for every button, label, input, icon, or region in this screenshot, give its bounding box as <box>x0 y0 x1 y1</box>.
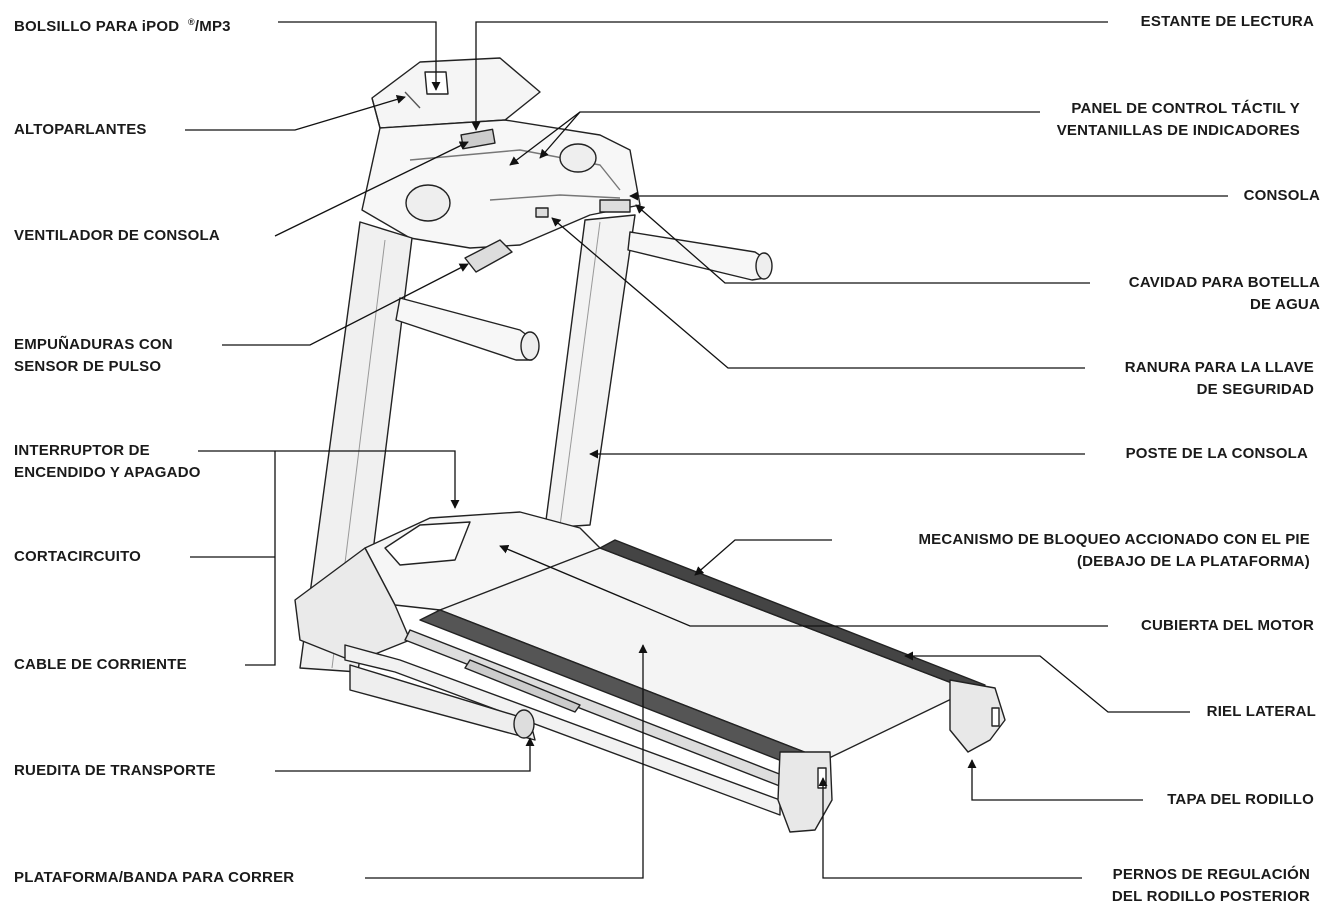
label-motor-cover: CUBIERTA DEL MOTOR <box>1140 617 1314 634</box>
leader-bracket <box>245 451 276 666</box>
label-console-post: POSTE DE LA CONSOLA <box>1125 445 1308 462</box>
leader-deck <box>365 644 648 879</box>
bottle-holder-left <box>405 184 451 222</box>
leader-safety-key <box>551 217 1085 369</box>
label-pulse-grips-line2: SENSOR DE PULSO <box>14 358 162 375</box>
label-speakers: ALTOPARLANTES <box>14 121 147 138</box>
label-side-rail: RIEL LATERAL <box>1206 703 1316 720</box>
handlebar-right <box>627 231 771 281</box>
leader-reading-rack <box>471 21 1108 131</box>
leader-ipod <box>278 21 441 91</box>
frame <box>344 644 781 816</box>
handlebar-left <box>395 297 537 361</box>
label-foot-lock-line1: MECANISMO DE BLOQUEO ACCIONADO CON EL PI… <box>918 531 1310 548</box>
leader-speakers <box>185 94 406 131</box>
label-bottle-holder-line1: CAVIDAD PARA BOTELLA <box>1128 274 1320 291</box>
label-power-switch: INTERRUPTOR DE ENCENDIDO Y APAGADO <box>14 440 201 484</box>
label-rear-roller-bolts-line1: PERNOS DE REGULACIÓN <box>1112 866 1310 883</box>
leader-bottle-holder <box>635 204 1090 284</box>
label-pulse-grips: EMPUÑADURAS CON SENSOR DE PULSO <box>14 334 173 378</box>
label-deck-belt: PLATAFORMA/BANDA PARA CORRER <box>14 869 295 886</box>
label-ipod-pocket: BOLSILLO PARA iPOD ®/MP3 <box>14 17 231 35</box>
leader-pulse-grips <box>222 263 469 346</box>
leader-control-panel-b <box>539 111 581 159</box>
transport-wheel-drawing <box>513 709 535 739</box>
label-roller-cap: TAPA DEL RODILLO <box>1167 791 1314 808</box>
label-safety-key-line2: DE SEGURIDAD <box>1196 381 1314 398</box>
leader-motor-cover <box>499 544 1108 627</box>
leader-console-fan <box>274 141 469 237</box>
reading-rack <box>371 57 541 129</box>
roller-cap-left <box>777 751 833 833</box>
label-reading-rack: ESTANTE DE LECTURA <box>1140 13 1314 30</box>
label-power-cord: CABLE DE CORRIENTE <box>14 656 187 673</box>
leader-side-rail <box>904 651 1190 713</box>
label-foot-lock-line2: (DEBAJO DE LA PLATAFORMA) <box>1076 553 1310 570</box>
label-rear-roller-bolts: PERNOS DE REGULACIÓN DEL RODILLO POSTERI… <box>1112 864 1310 908</box>
leader-power-switch <box>198 450 460 509</box>
label-bottle-holder: CAVIDAD PARA BOTELLA DE AGUA <box>1129 272 1320 316</box>
leader-rear-bolts <box>818 777 1082 879</box>
label-power-switch-line2: ENCENDIDO Y APAGADO <box>14 464 201 481</box>
bottle-holder-right <box>559 143 597 173</box>
label-circuit-breaker: CORTACIRCUITO <box>14 548 142 565</box>
safety-key-slot <box>535 207 549 218</box>
label-control-panel-line2: VENTANILLAS DE INDICADORES <box>1056 122 1300 139</box>
label-console-fan: VENTILADOR DE CONSOLA <box>14 227 220 244</box>
label-console: CONSOLA <box>1243 187 1320 204</box>
side-rail-right <box>599 539 986 691</box>
leader-foot-lock <box>694 539 832 576</box>
label-rear-roller-bolts-line2: DEL RODILLO POSTERIOR <box>1111 888 1310 905</box>
roller-cap-right <box>949 679 1006 753</box>
pulse-grip-left <box>464 239 513 273</box>
label-foot-lock: MECANISMO DE BLOQUEO ACCIONADO CON EL PI… <box>918 529 1310 573</box>
leader-roller-cap <box>967 759 1143 801</box>
label-bottle-holder-line2: DE AGUA <box>1249 296 1320 313</box>
leader-lines <box>185 21 1228 879</box>
label-safety-key: RANURA PARA LA LLAVE DE SEGURIDAD <box>1125 357 1314 401</box>
label-control-panel: PANEL DE CONTROL TÁCTIL Y VENTANILLAS DE… <box>1057 98 1300 142</box>
leader-transport-wheel <box>275 737 535 772</box>
label-control-panel-line1: PANEL DE CONTROL TÁCTIL Y <box>1071 100 1300 117</box>
label-power-switch-line1: INTERRUPTOR DE <box>14 442 150 459</box>
label-transport-wheel: RUEDITA DE TRANSPORTE <box>14 762 216 779</box>
console-post-right <box>544 214 636 529</box>
label-pulse-grips-line1: EMPUÑADURAS CON <box>14 336 173 353</box>
label-safety-key-line1: RANURA PARA LA LLAVE <box>1124 359 1314 376</box>
